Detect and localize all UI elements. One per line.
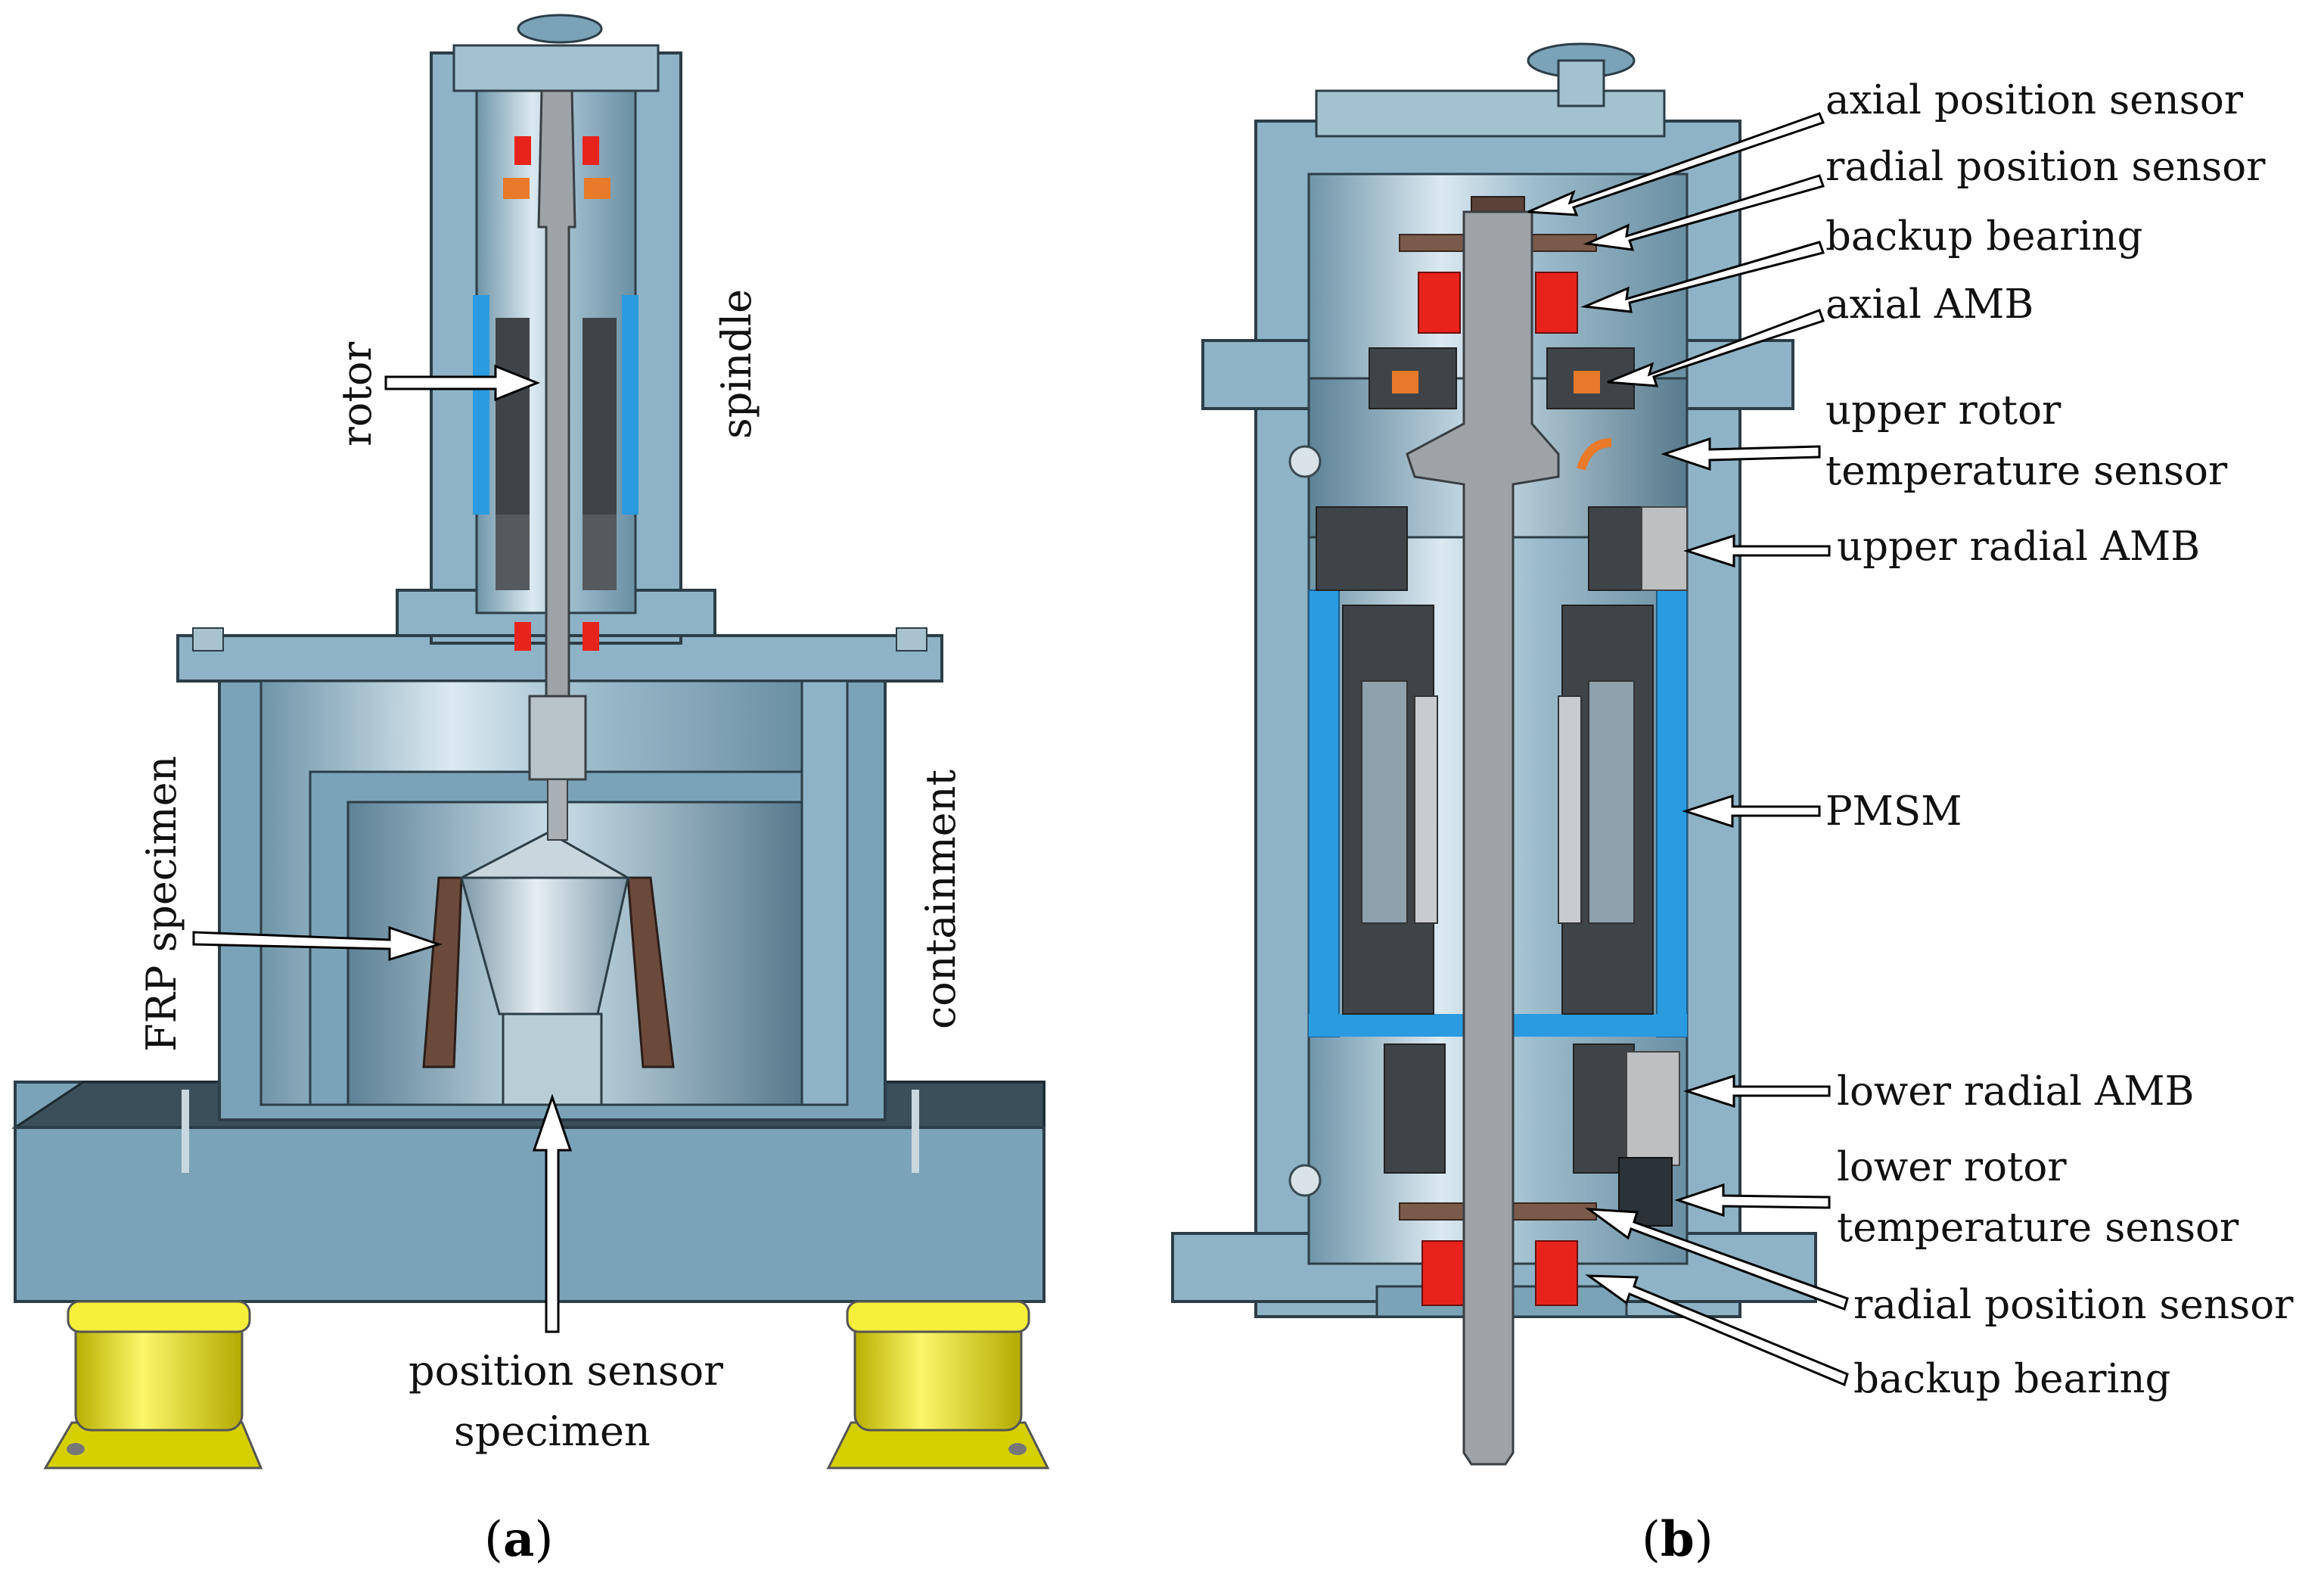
bearing-left bbox=[496, 515, 530, 590]
label-spindle: spindle bbox=[713, 289, 760, 439]
side-bolt-upper bbox=[1288, 445, 1322, 478]
backup-bearing-top-left bbox=[1418, 272, 1461, 334]
label-containment: containment bbox=[917, 770, 965, 1029]
arrow-radial-position-sensor-top bbox=[1583, 174, 1825, 251]
label-upper-rotor-temp-line2: temperature sensor bbox=[1825, 448, 2228, 494]
containment-right-wall bbox=[800, 680, 849, 1106]
label-lower-radial-amb: lower radial AMB bbox=[1837, 1068, 2194, 1115]
axial-amb-coil-left bbox=[1392, 371, 1418, 393]
rotor-shaft-lower bbox=[547, 779, 568, 841]
coolant-jacket-right bbox=[1656, 589, 1688, 1037]
label-lower-rotor-temp-line1: lower rotor bbox=[1837, 1144, 2067, 1190]
label-rotor: rotor bbox=[333, 341, 381, 446]
label-axial-amb: axial AMB bbox=[1825, 281, 2034, 328]
foot-left bbox=[43, 1300, 263, 1469]
backup-bearing-top-right bbox=[1535, 272, 1578, 334]
foot-right bbox=[826, 1300, 1050, 1469]
panel-a-drawing bbox=[11, 14, 1050, 1469]
upper-radial-amb-cover bbox=[1641, 506, 1688, 591]
label-radial-position-sensor-bottom: radial position sensor bbox=[1853, 1282, 2294, 1328]
magnet-top-left bbox=[514, 136, 531, 165]
coolant-jacket-left bbox=[1308, 589, 1340, 1037]
arrow-axial-amb bbox=[1607, 309, 1825, 387]
spindle-top-cap bbox=[452, 44, 660, 92]
panel-b-annotations: axial position sensor radial position se… bbox=[1527, 77, 2294, 1402]
pmsm-rotor-magnet-right bbox=[1558, 695, 1582, 924]
pmsm-winding-right bbox=[1588, 680, 1635, 924]
frp-specimen-left bbox=[422, 876, 463, 1068]
rotor-shaft bbox=[1406, 210, 1560, 1466]
label-position-sensor-line2: specimen bbox=[454, 1407, 651, 1455]
upper-radial-amb-left bbox=[1316, 506, 1408, 591]
caption-a-letter: a bbox=[503, 1511, 534, 1568]
caption-b: (b) bbox=[1642, 1511, 1713, 1568]
sensor-top-left bbox=[503, 178, 530, 199]
label-radial-position-sensor-top: radial position sensor bbox=[1825, 144, 2266, 190]
lower-radial-amb-right bbox=[1573, 1043, 1635, 1174]
label-upper-radial-amb: upper radial AMB bbox=[1837, 524, 2200, 570]
backup-bearing-bottom-right bbox=[1535, 1240, 1578, 1306]
coolant-jacket-right bbox=[622, 295, 638, 515]
panel-b-arrows bbox=[1527, 112, 1849, 1387]
magnet-top-right bbox=[583, 136, 599, 165]
caption-b-close: ) bbox=[1695, 1512, 1713, 1568]
magnet-bottom-left bbox=[514, 622, 531, 651]
label-pmsm: PMSM bbox=[1825, 788, 1962, 835]
specimen-top-cone bbox=[461, 831, 632, 879]
housing-top-cap bbox=[1315, 89, 1666, 138]
caption-a: (a) bbox=[484, 1511, 553, 1568]
sensor-top-right bbox=[584, 178, 611, 199]
arrow-axial-position-sensor bbox=[1527, 112, 1825, 216]
caption-a-close: ) bbox=[534, 1512, 553, 1568]
arrow-lower-radial-amb bbox=[1683, 1074, 1831, 1109]
lower-radial-amb-cover bbox=[1626, 1051, 1680, 1166]
arrow-lower-rotor-temp bbox=[1674, 1183, 1831, 1218]
stator-left bbox=[496, 318, 530, 522]
spindle-top-knob bbox=[517, 14, 603, 44]
side-bolt-lower bbox=[1288, 1164, 1322, 1197]
caption-b-open: ( bbox=[1642, 1512, 1661, 1568]
stator-right bbox=[583, 318, 617, 522]
caption-a-open: ( bbox=[484, 1512, 503, 1568]
label-frp-specimen: FRP specimen bbox=[138, 756, 185, 1052]
base-plate-face bbox=[14, 1126, 1045, 1303]
housing-top-knob-stem bbox=[1557, 59, 1605, 107]
label-backup-bearing-bottom: backup bearing bbox=[1853, 1356, 2170, 1402]
panel-b-drawing bbox=[1171, 42, 1817, 1466]
arrow-upper-radial-amb bbox=[1683, 533, 1831, 568]
rotor-coupling bbox=[528, 695, 587, 781]
label-position-sensor-line1: position sensor bbox=[409, 1347, 723, 1395]
arrow-backup-bearing-bottom bbox=[1585, 1274, 1849, 1387]
lower-radial-amb-left bbox=[1384, 1043, 1446, 1174]
bearing-right bbox=[583, 515, 617, 590]
magnet-bottom-right bbox=[583, 622, 599, 651]
label-lower-rotor-temp-line2: temperature sensor bbox=[1837, 1205, 2239, 1251]
arrow-radial-position-sensor-bottom bbox=[1584, 1208, 1849, 1311]
flange-bolt-left bbox=[192, 627, 224, 652]
pmsm-rotor-magnet-left bbox=[1414, 695, 1438, 924]
position-sensor-specimen bbox=[502, 1012, 603, 1106]
frp-specimen-right bbox=[626, 876, 675, 1068]
flange-bolt-right bbox=[896, 627, 927, 652]
panel-a-annotations: rotor spindle FRP specimen containment p… bbox=[138, 289, 965, 1455]
arrow-position-sensor bbox=[532, 1093, 573, 1333]
arrow-pmsm bbox=[1682, 794, 1821, 829]
arrow-upper-rotor-temp bbox=[1661, 437, 1821, 471]
label-upper-rotor-temp-line1: upper rotor bbox=[1825, 387, 2061, 434]
axial-amb-coil-right bbox=[1574, 371, 1600, 393]
upper-rotor-temperature-sensor bbox=[1577, 438, 1612, 471]
backup-bearing-bottom-left bbox=[1421, 1240, 1465, 1306]
arrow-backup-bearing-top bbox=[1580, 241, 1825, 313]
label-backup-bearing-top: backup bearing bbox=[1825, 213, 2142, 260]
label-axial-position-sensor: axial position sensor bbox=[1825, 77, 2244, 123]
arrow-frp-specimen bbox=[192, 925, 443, 962]
caption-b-letter: b bbox=[1661, 1511, 1695, 1568]
pmsm-winding-left bbox=[1361, 680, 1408, 924]
arrow-rotor bbox=[384, 364, 541, 402]
coolant-jacket-left bbox=[473, 295, 489, 515]
